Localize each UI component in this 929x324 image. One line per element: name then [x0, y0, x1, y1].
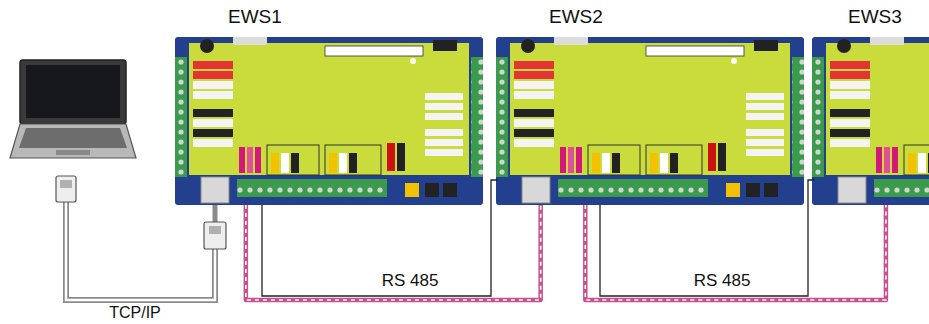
ground-wire	[262, 180, 498, 296]
controller-board: EWS1	[175, 37, 483, 205]
rj45-plug	[204, 222, 226, 249]
board-label: EWS2	[549, 6, 603, 28]
laptop-lid	[20, 60, 126, 124]
laptop-touchpad	[56, 150, 90, 155]
controller-board-graphic	[175, 37, 483, 205]
twisted-pair-wire	[585, 205, 886, 300]
ground-wire	[600, 180, 814, 296]
twisted-pair-wire	[246, 205, 541, 300]
network-cable	[213, 205, 218, 222]
rj45-plug	[209, 226, 221, 234]
bus-label: RS 485	[379, 271, 442, 291]
controller-board-graphic	[812, 37, 929, 205]
twisted-pair-wire	[585, 205, 886, 300]
board-label: EWS1	[228, 6, 282, 28]
link-label: TCP/IP	[107, 303, 163, 322]
twisted-pair-wire	[246, 205, 541, 300]
controller-board-graphic	[496, 37, 804, 205]
laptop	[10, 60, 136, 158]
rj45-plug	[56, 176, 76, 202]
rs485-twisted-pair	[585, 205, 886, 300]
bus-label: RS 485	[691, 271, 754, 291]
rj45-plug	[60, 180, 72, 188]
board-label: EWS3	[848, 6, 902, 28]
controller-board: EWS2	[496, 37, 804, 205]
controller-board: EWS3	[812, 37, 929, 205]
rs485-twisted-pair	[246, 205, 541, 300]
network-cable	[66, 200, 215, 300]
laptop-screen	[26, 65, 120, 118]
network-cable	[66, 200, 215, 300]
laptop-base	[10, 124, 136, 158]
laptop-keyboard	[19, 128, 127, 148]
